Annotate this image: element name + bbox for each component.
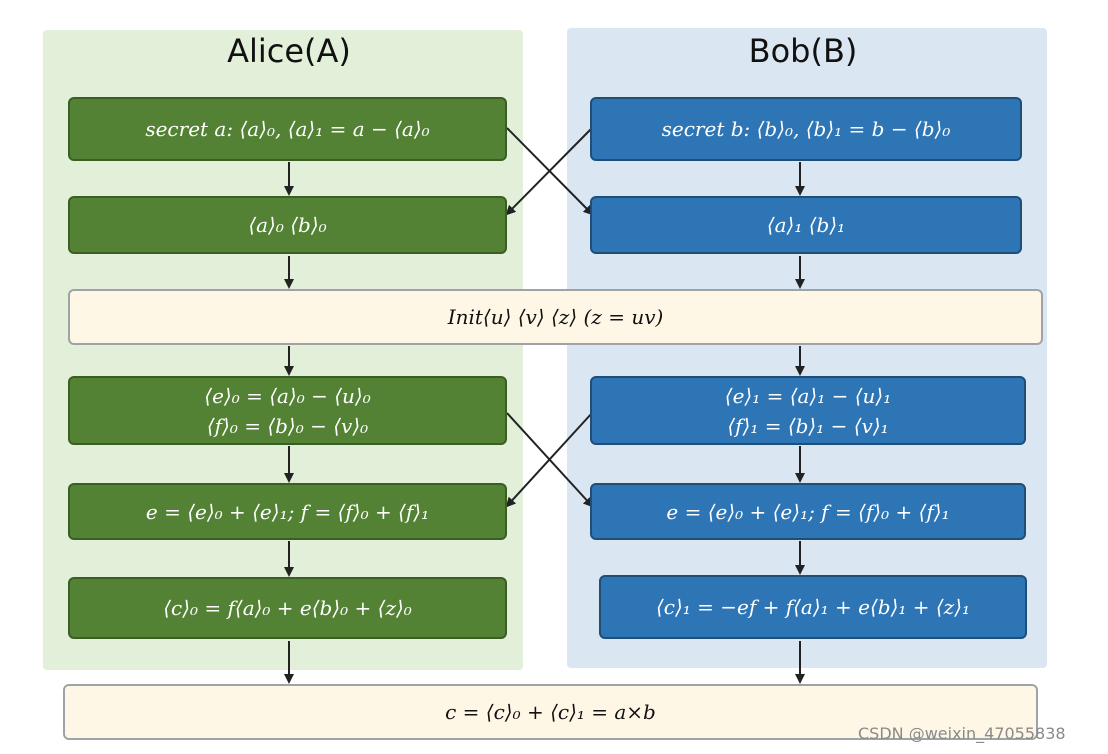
alice-f-share-text: ⟨f⟩₀ = ⟨b⟩₀ − ⟨v⟩₀ xyxy=(206,413,369,438)
alice-ef-local-box: ⟨e⟩₀ = ⟨a⟩₀ − ⟨u⟩₀ ⟨f⟩₀ = ⟨b⟩₀ − ⟨v⟩₀ xyxy=(68,376,507,445)
alice-secret-box: secret a: ⟨a⟩₀, ⟨a⟩₁ = a − ⟨a⟩₀ xyxy=(68,97,507,161)
alice-secret-text: secret a: ⟨a⟩₀, ⟨a⟩₁ = a − ⟨a⟩₀ xyxy=(145,117,430,141)
bob-f-share-text: ⟨f⟩₁ = ⟨b⟩₁ − ⟨v⟩₁ xyxy=(727,413,889,438)
bob-secret-text: secret b: ⟨b⟩₀, ⟨b⟩₁ = b − ⟨b⟩₀ xyxy=(661,117,951,141)
alice-ef-open-box: e = ⟨e⟩₀ + ⟨e⟩₁; f = ⟨f⟩₀ + ⟨f⟩₁ xyxy=(68,483,507,540)
bob-e-share-text: ⟨e⟩₁ = ⟨a⟩₁ − ⟨u⟩₁ xyxy=(724,383,892,408)
alice-c-share-text: ⟨c⟩₀ = f⟨a⟩₀ + e⟨b⟩₀ + ⟨z⟩₀ xyxy=(163,596,412,620)
alice-shares-text: ⟨a⟩₀ ⟨b⟩₀ xyxy=(248,213,327,237)
alice-e-share-text: ⟨e⟩₀ = ⟨a⟩₀ − ⟨u⟩₀ xyxy=(204,383,371,408)
watermark-text: CSDN @weixin_47055838 xyxy=(858,724,1066,743)
bob-title: Bob(B) xyxy=(748,32,858,70)
result-box: c = ⟨c⟩₀ + ⟨c⟩₁ = a×b xyxy=(63,684,1038,740)
cross-b3-to-a4 xyxy=(505,412,593,508)
bob-shares-text: ⟨a⟩₁ ⟨b⟩₁ xyxy=(766,213,846,237)
alice-ef-open-text: e = ⟨e⟩₀ + ⟨e⟩₁; f = ⟨f⟩₀ + ⟨f⟩₁ xyxy=(145,499,430,524)
bob-ef-open-box: e = ⟨e⟩₀ + ⟨e⟩₁; f = ⟨f⟩₀ + ⟨f⟩₁ xyxy=(590,483,1026,540)
bob-c-share-box: ⟨c⟩₁ = −ef + f⟨a⟩₁ + e⟨b⟩₁ + ⟨z⟩₁ xyxy=(599,575,1027,639)
init-box: Init⟨u⟩ ⟨v⟩ ⟨z⟩ (z = uv) xyxy=(68,289,1043,345)
bob-secret-box: secret b: ⟨b⟩₀, ⟨b⟩₁ = b − ⟨b⟩₀ xyxy=(590,97,1022,161)
result-text: c = ⟨c⟩₀ + ⟨c⟩₁ = a×b xyxy=(445,700,656,724)
alice-c-share-box: ⟨c⟩₀ = f⟨a⟩₀ + e⟨b⟩₀ + ⟨z⟩₀ xyxy=(68,577,507,639)
alice-title: Alice(A) xyxy=(227,32,351,70)
bob-c-share-text: ⟨c⟩₁ = −ef + f⟨a⟩₁ + e⟨b⟩₁ + ⟨z⟩₁ xyxy=(655,595,971,619)
bob-shares-box: ⟨a⟩₁ ⟨b⟩₁ xyxy=(590,196,1022,254)
init-text: Init⟨u⟩ ⟨v⟩ ⟨z⟩ (z = uv) xyxy=(447,305,664,329)
bob-ef-open-text: e = ⟨e⟩₀ + ⟨e⟩₁; f = ⟨f⟩₀ + ⟨f⟩₁ xyxy=(666,499,950,524)
bob-ef-local-box: ⟨e⟩₁ = ⟨a⟩₁ − ⟨u⟩₁ ⟨f⟩₁ = ⟨b⟩₁ − ⟨v⟩₁ xyxy=(590,376,1026,445)
alice-shares-box: ⟨a⟩₀ ⟨b⟩₀ xyxy=(68,196,507,254)
cross-b1-to-a2 xyxy=(505,127,593,216)
